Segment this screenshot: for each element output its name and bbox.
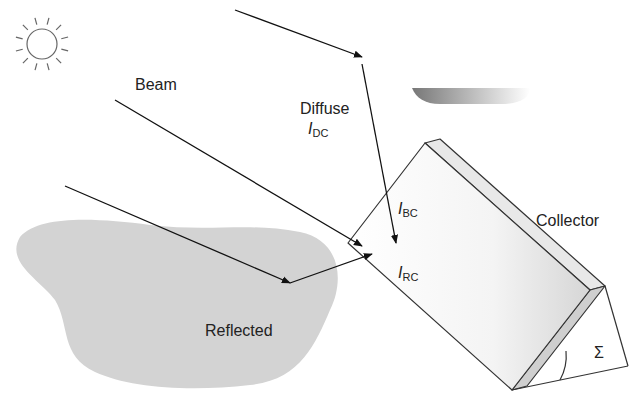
collector-panel [348, 139, 628, 390]
sun-ray [56, 58, 61, 63]
sun-ray [61, 37, 68, 39]
sun-ray [47, 18, 49, 25]
reflected-label: Reflected [205, 322, 273, 340]
diffuse-label: Diffuse [300, 100, 350, 118]
sun-ray [56, 25, 61, 30]
radiation-arrows [65, 10, 396, 283]
cloud [412, 88, 530, 104]
sun-ray [47, 63, 49, 70]
beam-label: Beam [135, 76, 177, 94]
ground-area [16, 220, 337, 388]
sun-ray [23, 25, 28, 30]
sun-ray [35, 63, 37, 70]
sun-ray [61, 49, 68, 51]
collector-label: Collector [536, 212, 599, 230]
radiation-symbol: IDC [308, 120, 328, 139]
sun-ray [16, 37, 23, 39]
radiation-symbol: IBC [398, 200, 418, 219]
sun-symbol [16, 18, 68, 70]
radiation-symbol: IRC [398, 264, 418, 283]
sun-ray [23, 58, 28, 63]
sun-ray [35, 18, 37, 25]
sun-ray [16, 49, 23, 51]
tilt-angle-label: Σ [594, 344, 604, 362]
